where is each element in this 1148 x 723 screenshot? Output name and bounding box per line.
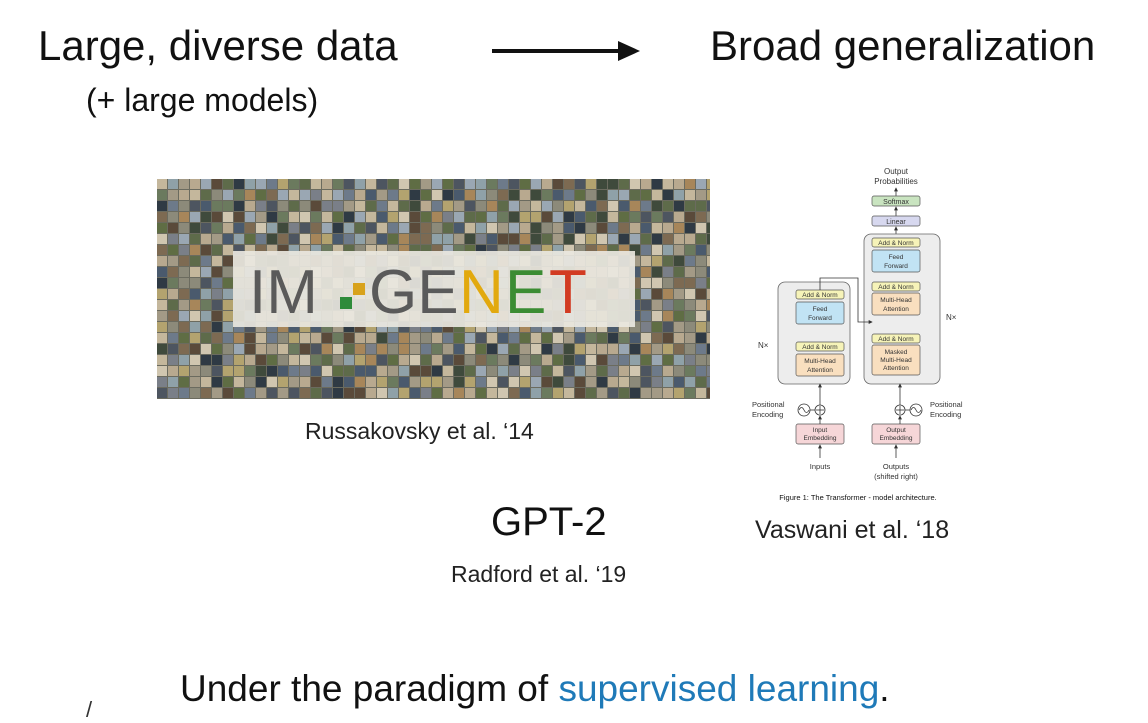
outputs-label-1: Outputs (883, 462, 910, 471)
imagenet-mosaic-image: IM GE N E T (157, 179, 710, 399)
statement-prefix: Under the paradigm of (180, 668, 559, 709)
decoder-nx-label: N× (946, 313, 957, 322)
encoder-positional-label-1: Positional (752, 400, 785, 409)
right-header-title: Broad generalization (710, 22, 1096, 69)
encoder-feed-forward-1: Feed (813, 306, 828, 313)
decoder-multi-head-2: Attention (883, 306, 909, 313)
encoder-add-norm-2: Add & Norm (802, 292, 837, 299)
imagenet-citation: Russakovsky et al. ‘14 (305, 418, 534, 444)
output-probabilities-label-1: Output (884, 167, 909, 176)
encoder-multi-head-2: Attention (807, 367, 833, 374)
decoder-multi-head-1: Multi-Head (880, 297, 912, 304)
transformer-citation: Vaswani et al. ‘18 (755, 516, 950, 544)
statement-highlight: supervised learning (558, 668, 880, 709)
transformer-figure-caption: Figure 1: The Transformer - model archit… (779, 493, 936, 502)
linear-label: Linear (886, 219, 906, 226)
supervised-learning-statement: Under the paradigm of supervised learnin… (180, 668, 890, 710)
inputs-label: Inputs (810, 462, 831, 471)
imagenet-logo-im: IM (249, 258, 318, 327)
decoder-positional-label-2: Encoding (930, 410, 961, 419)
gpt2-title: GPT-2 (491, 500, 607, 544)
linear-box (871, 215, 921, 227)
right-arrow-icon (492, 41, 640, 61)
encoder-nx-label: N× (758, 341, 769, 350)
decoder-add-norm-3: Add & Norm (878, 240, 913, 247)
decoder-feed-forward-1: Feed (889, 254, 904, 261)
imagenet-logo-ge: GE (369, 258, 459, 327)
decoder-positional-label-1: Positional (930, 400, 963, 409)
stray-mark: / (86, 697, 93, 722)
softmax-box (871, 195, 921, 207)
softmax-label: Softmax (883, 199, 909, 206)
left-header-subtitle: (+ large models) (86, 82, 319, 118)
output-embedding-box (871, 423, 921, 445)
gpt2-citation: Radford et al. ‘19 (451, 561, 627, 587)
output-embedding-label-1: Output (886, 427, 906, 434)
input-embedding-label-2: Embedding (804, 435, 837, 442)
imagenet-logo-square-green (340, 297, 352, 309)
decoder-masked-3: Attention (883, 365, 909, 372)
output-embedding-label-2: Embedding (880, 435, 913, 442)
decoder-feed-forward-2: Forward (884, 263, 908, 270)
output-probabilities-label-2: Probabilities (874, 177, 918, 186)
transformer-architecture-figure: Output Probabilities Softmax Linear Add … (748, 162, 978, 510)
left-header-title: Large, diverse data (38, 22, 398, 69)
imagenet-logo-n: N (459, 258, 504, 327)
imagenet-logo-square-yellow (353, 283, 365, 295)
outputs-label-2: (shifted right) (874, 472, 918, 481)
encoder-positional-label-2: Encoding (752, 410, 783, 419)
encoder-add-norm-1: Add & Norm (802, 344, 837, 351)
encoder-feed-forward-2: Forward (808, 315, 832, 322)
decoder-add-norm-2: Add & Norm (878, 284, 913, 291)
imagenet-logo-t: T (549, 258, 587, 327)
statement-suffix: . (879, 668, 890, 709)
decoder-masked-1: Masked (885, 349, 908, 356)
encoder-multi-head-1: Multi-Head (804, 358, 836, 365)
decoder-masked-2: Multi-Head (880, 357, 912, 364)
imagenet-logo-e: E (505, 258, 546, 327)
decoder-add-norm-1: Add & Norm (878, 336, 913, 343)
input-embedding-label-1: Input (813, 427, 828, 434)
